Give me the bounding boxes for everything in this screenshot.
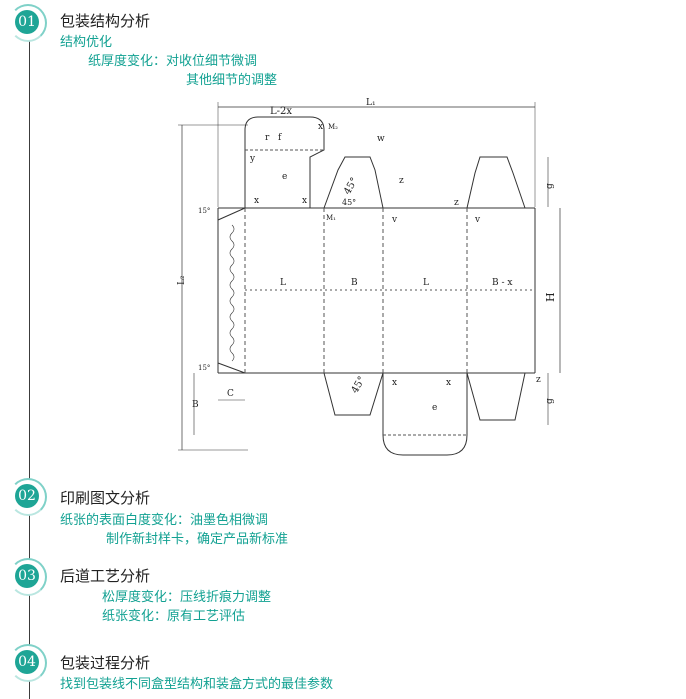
l2-label: L₂ <box>177 275 187 285</box>
section-2-title: 印刷图文分析 <box>60 489 151 507</box>
z-label-top: z <box>454 198 459 208</box>
timeline-line <box>29 20 30 699</box>
x-label-top: x <box>318 122 323 132</box>
section-2-line-2: 制作新封样卡，确定产品新标准 <box>106 532 289 547</box>
panel-l-2: L <box>423 278 429 288</box>
angle-15-bottom: 15° <box>198 364 210 372</box>
g-label-top: g <box>545 183 555 189</box>
w-label: w <box>377 134 385 144</box>
section-3-line-2: 纸张变化：原有工艺评估 <box>102 609 246 624</box>
section-1-line-2: 纸厚度变化：对收位细节微调 <box>88 54 258 69</box>
section-4-badge: 04 <box>9 644 47 682</box>
m1-label: M₁ <box>326 214 336 222</box>
section-2-line-1: 纸张的表面白度变化：油墨色相微调 <box>60 513 269 528</box>
e-label-top: e <box>282 172 287 182</box>
panel-b: B <box>351 278 358 288</box>
z-label-top-2: z <box>399 176 404 186</box>
x-label-bottom-1: x <box>392 378 397 388</box>
section-number: 03 <box>15 564 39 588</box>
g-label-bottom: g <box>545 398 555 404</box>
box-dieline-diagram: L₁ L₂ H g g L-2x x M₂ r f y e x x M₁ w 4… <box>170 95 590 463</box>
m2-label: M₂ <box>328 123 338 131</box>
section-3-badge: 03 <box>9 558 47 596</box>
z-label-bottom: z <box>536 375 541 385</box>
section-number: 02 <box>15 484 39 508</box>
section-3-title: 后道工艺分析 <box>60 567 151 585</box>
section-4-line-1: 找到包装线不同盒型结构和装盒方式的最佳参数 <box>60 677 334 692</box>
v-label-2: v <box>474 215 481 225</box>
section-3-line-1: 松厚度变化：压线折痕力调整 <box>102 590 272 605</box>
f-label: f <box>278 133 282 143</box>
angle-45-top: 45° <box>342 176 360 197</box>
v-label-1: v <box>391 215 398 225</box>
section-1-line-1: 结构优化 <box>60 35 113 50</box>
l1-label: L₁ <box>366 98 376 108</box>
panel-l-1: L <box>280 278 286 288</box>
x-label-mid: x <box>302 196 307 206</box>
angle-45-bottom: 45° <box>350 375 368 396</box>
b-label: B <box>192 400 199 410</box>
x-label-left: x <box>254 196 259 206</box>
panel-bx: B - x <box>492 278 512 288</box>
section-number: 01 <box>15 10 39 34</box>
y-label: y <box>249 154 256 164</box>
section-1-line-3: 其他细节的调整 <box>186 73 278 88</box>
section-1-badge: 01 <box>9 4 47 42</box>
c-label: C <box>227 389 234 399</box>
l2x-label: L-2x <box>270 106 292 117</box>
section-number: 04 <box>15 650 39 674</box>
angle-45-small: 45° <box>342 198 356 207</box>
h-label: H <box>544 292 557 302</box>
x-label-bottom-2: x <box>446 378 451 388</box>
angle-15-top: 15° <box>198 207 210 215</box>
section-2-badge: 02 <box>9 478 47 516</box>
r-label: r <box>265 133 270 143</box>
e-label-bottom: e <box>432 403 437 413</box>
section-4-title: 包装过程分析 <box>60 654 151 672</box>
section-1-title: 包装结构分析 <box>60 12 151 30</box>
